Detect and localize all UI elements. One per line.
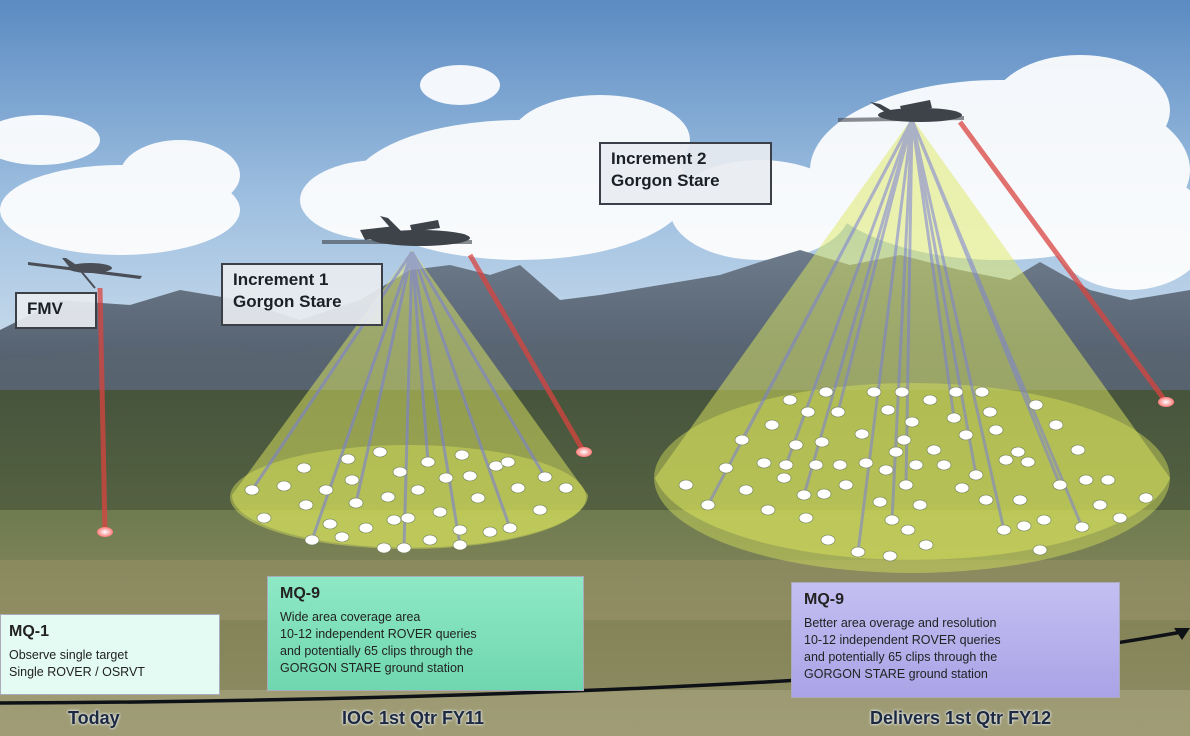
cloud-icon bbox=[0, 55, 1190, 290]
mq1-info-box: MQ-1 Observe single target Single ROVER … bbox=[0, 614, 220, 695]
increment-1-title: Increment 1 bbox=[233, 270, 329, 289]
drone-icon-mq9-increment-1 bbox=[322, 216, 472, 246]
mq1-title: MQ-1 bbox=[9, 623, 49, 640]
mq9-deliver-info-box: MQ-9 Better area overage and resolution … bbox=[791, 582, 1120, 698]
fmv-label: FMV bbox=[15, 292, 97, 329]
mq9-deliver-line: 10-12 independent ROVER queries bbox=[804, 633, 1001, 647]
mq1-line: Single ROVER / OSRVT bbox=[9, 665, 145, 679]
mq1-line: Observe single target bbox=[9, 648, 128, 662]
mq9-ioc-line: GORGON STARE ground station bbox=[280, 661, 464, 675]
timeline-delivers: Delivers 1st Qtr FY12 bbox=[870, 708, 1052, 728]
mq9-ioc-info-box: MQ-9 Wide area coverage area 10-12 indep… bbox=[267, 576, 584, 691]
mq9-ioc-line: and potentially 65 clips through the bbox=[280, 644, 474, 658]
timeline-today: Today bbox=[68, 708, 120, 728]
mq9-deliver-line: Better area overage and resolution bbox=[804, 616, 997, 630]
increment-1-label: Increment 1 Gorgon Stare bbox=[221, 263, 383, 326]
mq9-deliver-line: GORGON STARE ground station bbox=[804, 667, 988, 681]
coverage-cone-increment-1 bbox=[230, 250, 588, 554]
mq9-deliver-title: MQ-9 bbox=[804, 591, 844, 608]
target-dot-icon bbox=[678, 386, 1154, 562]
mq9-ioc-line: Wide area coverage area bbox=[280, 610, 421, 624]
drone-icon-mq1 bbox=[28, 258, 142, 289]
fmv-label-text: FMV bbox=[27, 299, 63, 318]
mq9-ioc-line: 10-12 independent ROVER queries bbox=[280, 627, 477, 641]
drone-icon-mq9-increment-2 bbox=[838, 100, 964, 122]
increment-2-title: Increment 2 bbox=[611, 149, 707, 168]
mq9-deliver-line: and potentially 65 clips through the bbox=[804, 650, 998, 664]
target-dot-icon bbox=[244, 446, 574, 554]
increment-2-subtitle: Gorgon Stare bbox=[611, 171, 720, 190]
laser-spot-icon bbox=[97, 397, 1174, 537]
increment-2-label: Increment 2 Gorgon Stare bbox=[599, 142, 772, 205]
mq9-ioc-title: MQ-9 bbox=[280, 585, 320, 602]
increment-1-subtitle: Gorgon Stare bbox=[233, 292, 342, 311]
timeline-ioc: IOC 1st Qtr FY11 bbox=[342, 708, 485, 728]
coverage-cone-increment-2 bbox=[654, 118, 1170, 573]
